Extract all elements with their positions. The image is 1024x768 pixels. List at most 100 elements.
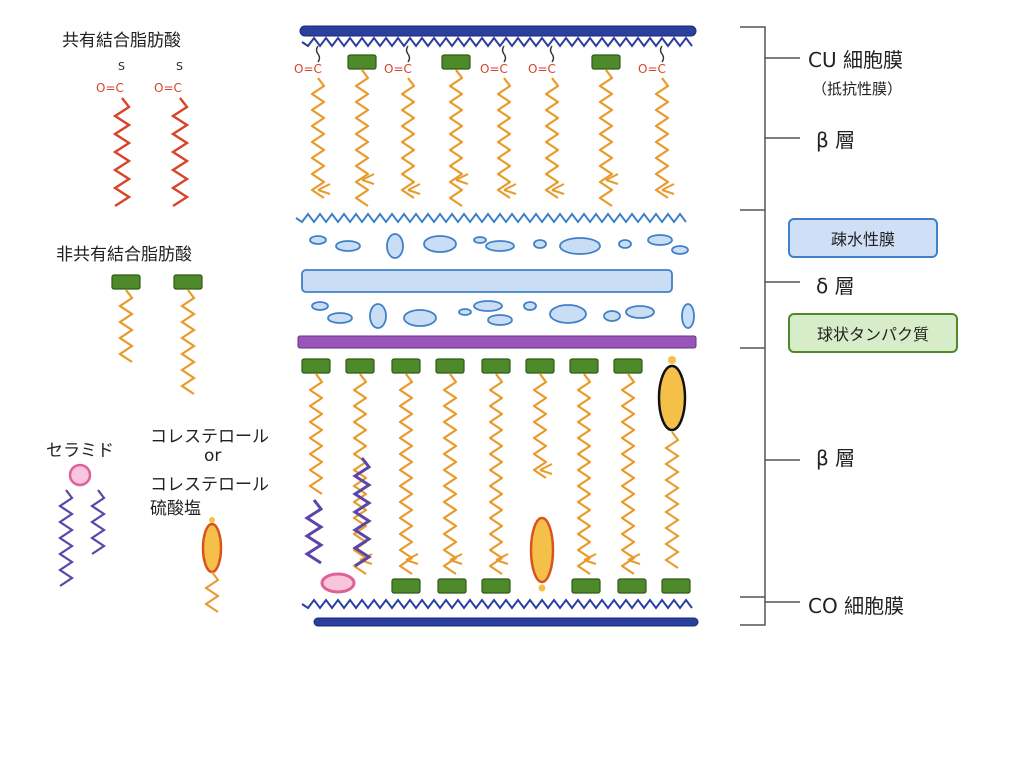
lower-fatty-acid-7-branch (627, 553, 641, 565)
thioester-link (405, 45, 411, 63)
lower-cholesterol-sulfate (657, 364, 687, 432)
legend-noncovalent-chain-0 (118, 289, 134, 363)
upper-fatty-acid-7 (654, 77, 670, 199)
lower-fatty-acid-4-branch (495, 553, 509, 565)
delta-vesicle-top-0 (309, 235, 327, 245)
lower-fatty-acid-3 (442, 373, 458, 575)
upper-fatty-acid-5-branch (551, 183, 565, 195)
thioester-link (549, 45, 555, 63)
legend-cholesterol-or: or (204, 446, 222, 466)
lower-fatty-acid-7 (620, 373, 636, 575)
delta-vesicle-bottom-11 (681, 303, 695, 329)
legend-cholesterol-tip (209, 517, 215, 523)
upper-fatty-acid-6-branch (605, 173, 619, 185)
cu-membrane-wave (301, 36, 693, 48)
lower-headgroup-7 (613, 358, 643, 374)
bottom-headgroup-1 (437, 578, 467, 594)
label-cu-membrane: CU 細胞膜 (808, 48, 903, 72)
delta-hydrophobic-band (301, 269, 673, 293)
carbonyl-label: O=C (96, 81, 124, 95)
upper-covalent-head-2: O=C (384, 45, 412, 76)
legend-ceramide-chain-left (58, 489, 74, 587)
delta-vesicle-bottom-9 (603, 310, 621, 322)
label-globular-protein: 球状タンパク質 (788, 313, 958, 353)
delta-vesicle-bottom-1 (327, 312, 353, 324)
lower-headgroup-1 (345, 358, 375, 374)
upper-headgroup-1 (347, 54, 377, 70)
legend-cholesterol-line1: コレステロール (150, 427, 269, 447)
label-beta-upper: β 層 (816, 128, 856, 152)
upper-fatty-acid-2-branch (407, 183, 421, 195)
lower-headgroup-0 (301, 358, 331, 374)
co-membrane-wave (301, 598, 693, 610)
delta-vesicle-bottom-10 (625, 305, 655, 319)
legend-covalent-acid-0: S O=C (96, 60, 132, 208)
lower-fatty-acid-3-branch (449, 553, 463, 565)
upper-fatty-acid-1-branch (361, 173, 375, 185)
lower-fatty-acid-5 (532, 373, 548, 479)
upper-fatty-acid-3-branch (455, 173, 469, 185)
delta-vesicle-bottom-8 (549, 304, 587, 324)
legend-ceramide: セラミド (46, 441, 114, 461)
lower-fatty-acid-6-branch (583, 553, 597, 565)
thioester-link (315, 45, 321, 63)
upper-fatty-acid-0-branch (317, 183, 331, 195)
delta-vesicle-bottom-2 (369, 303, 387, 329)
cu-membrane-bar (299, 25, 697, 37)
lower-fatty-acid-5-branch (539, 463, 553, 475)
label-co-membrane: CO 細胞膜 (808, 594, 905, 618)
label-delta: δ 層 (816, 274, 855, 298)
delta-vesicle-top-3 (423, 235, 457, 253)
legend-cholesterol-chain (204, 571, 220, 613)
delta-vesicle-bottom-7 (523, 301, 537, 311)
oxygen-label: O=C (528, 62, 556, 76)
delta-vesicle-top-7 (559, 237, 601, 255)
delta-vesicle-bottom-0 (311, 301, 329, 311)
upper-fatty-acid-3 (448, 69, 464, 207)
sulfur-label: S (118, 60, 125, 73)
oxygen-label: O=C (384, 62, 412, 76)
legend-noncovalent-head-1 (173, 274, 203, 290)
delta-vesicle-bottom-3 (403, 309, 437, 327)
hydrophobic-membrane-text: 疎水性膜 (830, 230, 895, 249)
co-membrane-bar (313, 617, 699, 627)
upper-fatty-acid-4 (496, 77, 512, 199)
delta-vesicle-top-8 (618, 239, 632, 249)
label-beta-lower: β 層 (816, 446, 856, 470)
legend-cholesterol-line3: コレステロール (150, 475, 269, 495)
upper-fatty-acid-2 (400, 77, 416, 199)
protein-band (297, 335, 697, 349)
upper-fatty-acid-6 (598, 69, 614, 207)
thioester-link (659, 45, 665, 63)
lower-fatty-acid-6 (576, 373, 592, 575)
lower-headgroup-4 (481, 358, 511, 374)
bottom-headgroup-3 (571, 578, 601, 594)
legend-ceramide-chain-right (90, 489, 106, 555)
delta-vesicle-top-2 (386, 233, 404, 259)
delta-vesicle-top-4 (473, 236, 487, 244)
delta-vesicle-top-5 (485, 240, 515, 252)
upper-fatty-acid-7-branch (661, 183, 675, 195)
upper-covalent-head-5: O=C (528, 45, 556, 76)
lower-fatty-acid-2 (398, 373, 414, 575)
bottom-headgroup-5 (661, 578, 691, 594)
lower-cholesterol-sulfate-tip (668, 356, 676, 364)
delta-wave-top (295, 212, 687, 224)
legend-covalent-acid-1: SO=C (154, 60, 190, 208)
oxygen-label: O=C (638, 62, 666, 76)
layer-bracket (740, 26, 766, 626)
upper-covalent-head-0: O=C (294, 45, 322, 76)
lower-cholesterol-sulfate-chain (664, 431, 680, 569)
legend-noncovalent-fatty-acid: 非共有結合脂肪酸 (56, 245, 192, 265)
lower-headgroup-6 (569, 358, 599, 374)
lower-headgroup-2 (391, 358, 421, 374)
lower-fatty-acid-0 (308, 373, 324, 495)
upper-fatty-acid-4-branch (503, 183, 517, 195)
legend-noncovalent-head-0 (111, 274, 141, 290)
legend-covalent-chain (170, 97, 190, 208)
oxygen-label: O=C (294, 62, 322, 76)
lower-fatty-acid-2-branch (405, 553, 419, 565)
legend-ceramide-head (68, 463, 92, 487)
upper-headgroup-3 (441, 54, 471, 70)
lower-headgroup-3 (435, 358, 465, 374)
